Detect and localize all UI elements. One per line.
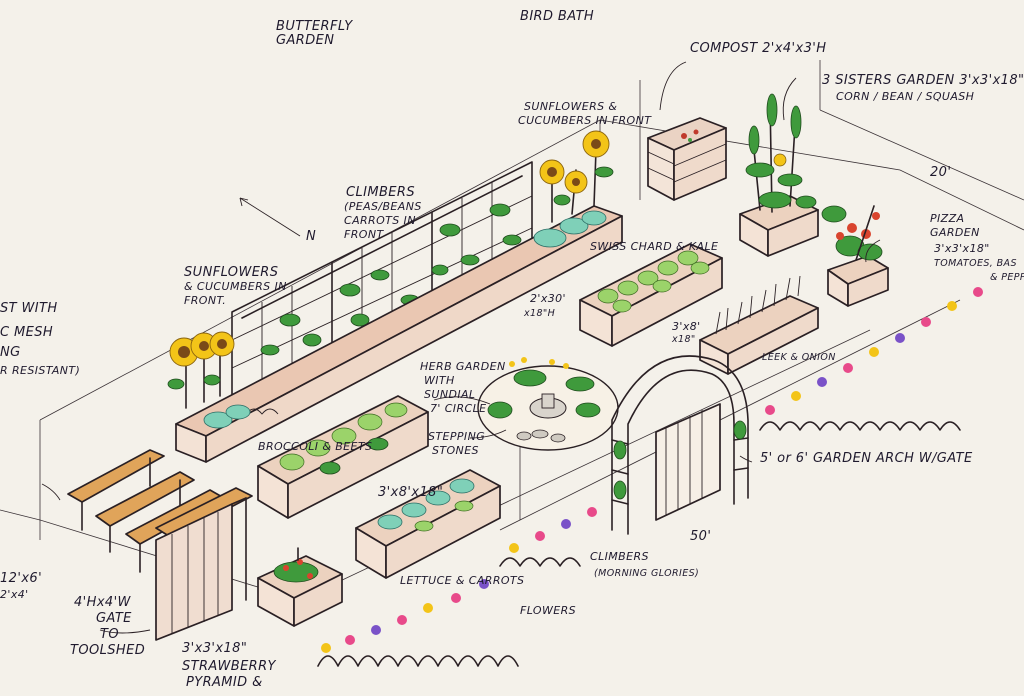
compost-bin [647,117,727,201]
label-strawberry-3: PYRAMID & [186,675,263,690]
label-gate-1: 4'Hx4'W [74,595,132,610]
broccoli-beets-bed [257,395,429,519]
sunflowers-top [539,130,614,223]
sunflowers-left [167,331,235,409]
label-pizza-4: TOMATOES, BAS [934,258,1017,269]
label-three-sisters: 3 SISTERS GARDEN 3'x3'x18" [822,73,1024,88]
label-broccoli: BROCCOLI & BEETS [258,440,372,453]
label-climbers-2: (PEAS/BEANS [344,200,422,213]
label-leek-bed-1: 3'x8' [672,320,701,333]
label-flowers: FLOWERS [520,604,576,617]
label-pizza-3: 3'x3'x18" [934,242,990,255]
label-climbers-1: CLIMBERS [346,185,415,200]
label-strawberry-2: STRAWBERRY [182,659,277,674]
label-gate-2: GATE [96,611,132,626]
strawberry-pyramid [257,547,343,627]
label-length-dim: 50' [690,529,711,544]
label-butterfly: BUTTERFLY [276,19,353,34]
label-sunflowers-left-1: SUNFLOWERS [184,265,278,280]
label-lettuce-bed: 3'x8'x18" [378,485,443,500]
label-climbers-4: FRONT [344,228,384,241]
label-sunflowers-top-1: SUNFLOWERS & [524,100,617,113]
label-sunflowers-left-2: & CUCUMBERS IN [184,280,287,293]
flower-border [317,287,983,667]
label-width-dim: 20' [930,165,951,180]
label-leek-bed-2: x18" [671,334,696,345]
annotations: BUTTERFLY GARDEN BIRD BATH COMPOST 2'x4'… [0,9,1024,690]
label-pizza-1: PIZZA [930,212,964,225]
label-bed-dim-2: x18"H [523,308,555,319]
label-garden: GARDEN [276,33,334,48]
label-gate-3: TO [100,627,119,642]
three-sisters-bed [739,93,819,257]
label-herb-4: 7' CIRCLE [430,402,486,415]
label-herb-2: WITH [424,374,455,387]
label-pizza-2: GARDEN [930,226,980,239]
leek-onion-bed [699,275,819,375]
pizza-garden-bed [821,205,889,307]
label-stepping-1: STEPPING [428,430,485,443]
label-herb-1: HERB GARDEN [420,360,506,373]
label-cut-4: R RESISTANT) [0,364,80,377]
label-leek: LEEK & ONION [762,352,836,363]
tool-shed [155,497,247,641]
label-three-sisters-sub: CORN / BEAN / SQUASH [836,90,974,103]
label-cut-2: C MESH [0,325,53,340]
benches [67,449,253,573]
garden-arch [611,355,749,535]
lettuce-carrots-bed [355,469,501,579]
label-compost: COMPOST 2'x4'x3'H [690,41,826,56]
climbers-trellis [231,161,533,399]
label-climbers-bottom-2: (MORNING GLORIES) [594,568,699,579]
label-swiss: SWISS CHARD & KALE [590,240,718,253]
label-shed-dim-1: 12'x6' [0,571,42,586]
label-pizza-5: & PEPP [990,272,1024,283]
label-stepping-2: STONES [432,444,479,457]
label-climbers-bottom-1: CLIMBERS [590,550,649,563]
swiss-chard-kale-bed [579,243,723,347]
label-gate-4: TOOLSHED [70,643,145,658]
label-bed-dim-1: 2'x30' [530,292,566,305]
label-cut-1: ST WITH [0,301,58,316]
label-strawberry-1: 3'x3'x18" [182,641,247,656]
label-bird-bath: BIRD BATH [520,9,594,24]
label-cut-3: NG [0,345,21,360]
label-herb-3: SUNDIAL [424,388,475,401]
label-arch: 5' or 6' GARDEN ARCH W/GATE [760,451,973,466]
leader-lines [41,61,881,634]
label-lettuce: LETTUCE & CARROTS [400,574,524,587]
label-sunflowers-left-3: FRONT. [184,294,226,307]
label-climbers-3: CARROTS IN [344,214,416,227]
long-raised-bed [175,205,623,463]
label-north: N [306,229,316,244]
label-sunflowers-top-2: CUCUMBERS IN FRONT [518,114,652,127]
label-shed-dim-2: 2'x4' [0,588,29,601]
